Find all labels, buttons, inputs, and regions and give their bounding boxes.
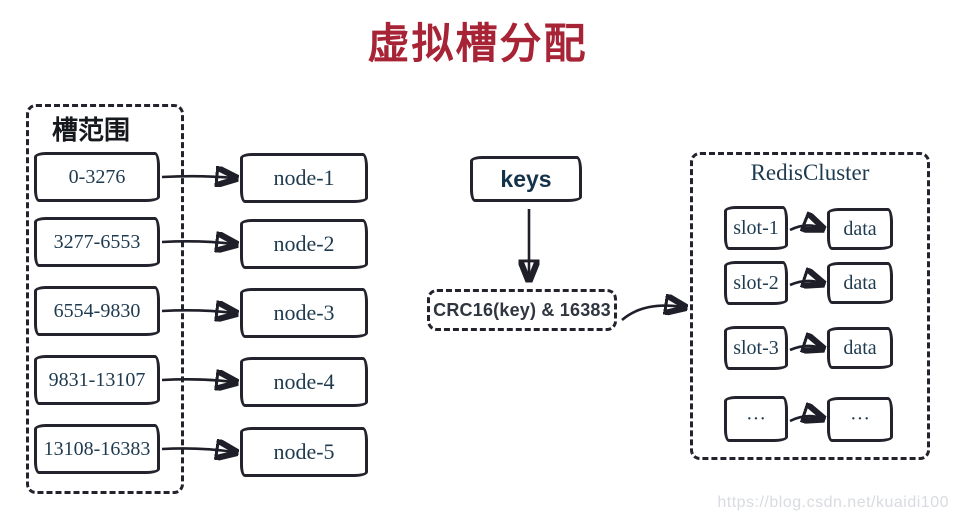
node-box-1: node-1 [240,153,368,203]
node-box-5: node-5 [240,427,368,477]
slot-box-1: slot-1 [724,206,788,250]
node-box-4: node-4 [240,357,368,407]
data-box-3: data [827,327,893,369]
keys-box: keys [470,156,582,202]
slot-range-box-2: 3277-6553 [34,217,160,267]
slot-box-2: slot-2 [724,261,788,305]
crc16-hash-box: CRC16(key) & 16383 [427,289,617,331]
node-box-2: node-2 [240,219,368,269]
slot-box-3: slot-3 [724,326,788,370]
watermark: https://blog.csdn.net/kuaidi100 [717,494,949,511]
page-title: 虚拟槽分配 [367,20,588,67]
slot-range-box-1: 0-3276 [34,152,160,202]
slot-box-ellipsis: ··· [724,396,788,442]
slot-range-panel-title: 槽范围 [52,115,131,145]
arrow-crc16-to-cluster [621,306,683,321]
slot-range-box-5: 13108-16383 [34,424,160,474]
data-box-ellipsis: ··· [827,397,893,442]
data-box-1: data [827,208,893,250]
redis-cluster-panel [690,152,930,460]
slot-range-box-4: 9831-13107 [34,355,160,405]
node-box-3: node-3 [240,288,368,338]
slot-range-panel [26,104,184,494]
data-box-2: data [827,262,893,304]
redis-cluster-title: RedisCluster [750,160,870,185]
slot-range-box-3: 6554-9830 [34,286,160,336]
